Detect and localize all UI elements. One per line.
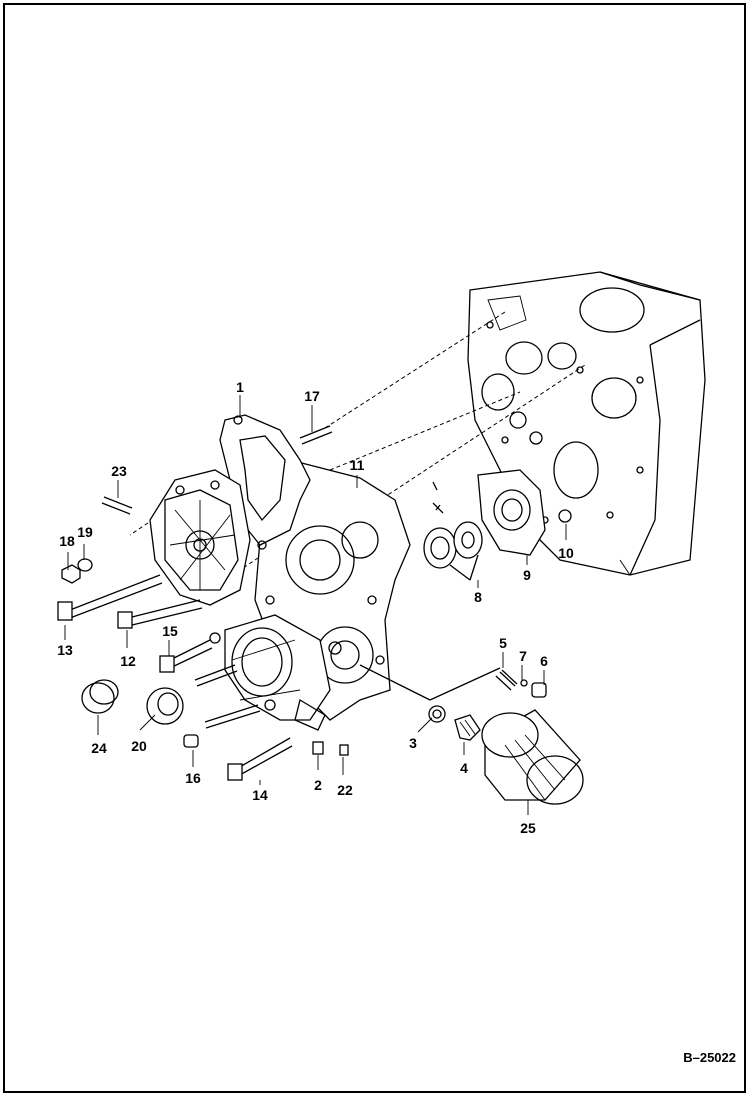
callout-11: 11 <box>350 457 365 473</box>
callout-16: 16 <box>185 770 201 786</box>
figure-reference: B–25022 <box>683 1050 736 1065</box>
callout-24: 24 <box>91 740 107 756</box>
callout-18: 18 <box>59 533 75 549</box>
callout-23: 23 <box>111 463 127 479</box>
pin-part-16 <box>183 734 199 748</box>
leader-lines <box>64 395 567 815</box>
callout-17: 17 <box>304 388 320 404</box>
callout-22: 22 <box>337 782 353 798</box>
oil-filter-housing <box>224 614 331 731</box>
oil-pump-parts <box>423 469 572 581</box>
callout-13: 13 <box>57 642 73 658</box>
callout-labels: 1 2 3 4 5 6 7 8 9 10 11 12 13 14 15 16 1… <box>57 379 574 836</box>
callout-12: 12 <box>120 653 136 669</box>
callout-3: 3 <box>409 735 417 751</box>
filter-parts <box>359 664 584 805</box>
callout-9: 9 <box>523 567 531 583</box>
callout-6: 6 <box>540 653 548 669</box>
callout-5: 5 <box>499 635 507 651</box>
callout-19: 19 <box>77 524 93 540</box>
callout-1: 1 <box>236 379 244 395</box>
pump-housing <box>149 469 251 606</box>
callout-8: 8 <box>474 589 482 605</box>
callout-4: 4 <box>460 760 468 776</box>
callout-10: 10 <box>558 545 574 561</box>
seal-part-20 <box>146 687 184 725</box>
callout-2: 2 <box>314 777 322 793</box>
callout-14: 14 <box>252 787 268 803</box>
callout-7: 7 <box>519 648 527 664</box>
bolts <box>57 425 349 781</box>
callout-20: 20 <box>131 738 147 754</box>
callout-15: 15 <box>162 623 178 639</box>
callout-25: 25 <box>520 820 536 836</box>
cap-part-24 <box>81 679 119 714</box>
